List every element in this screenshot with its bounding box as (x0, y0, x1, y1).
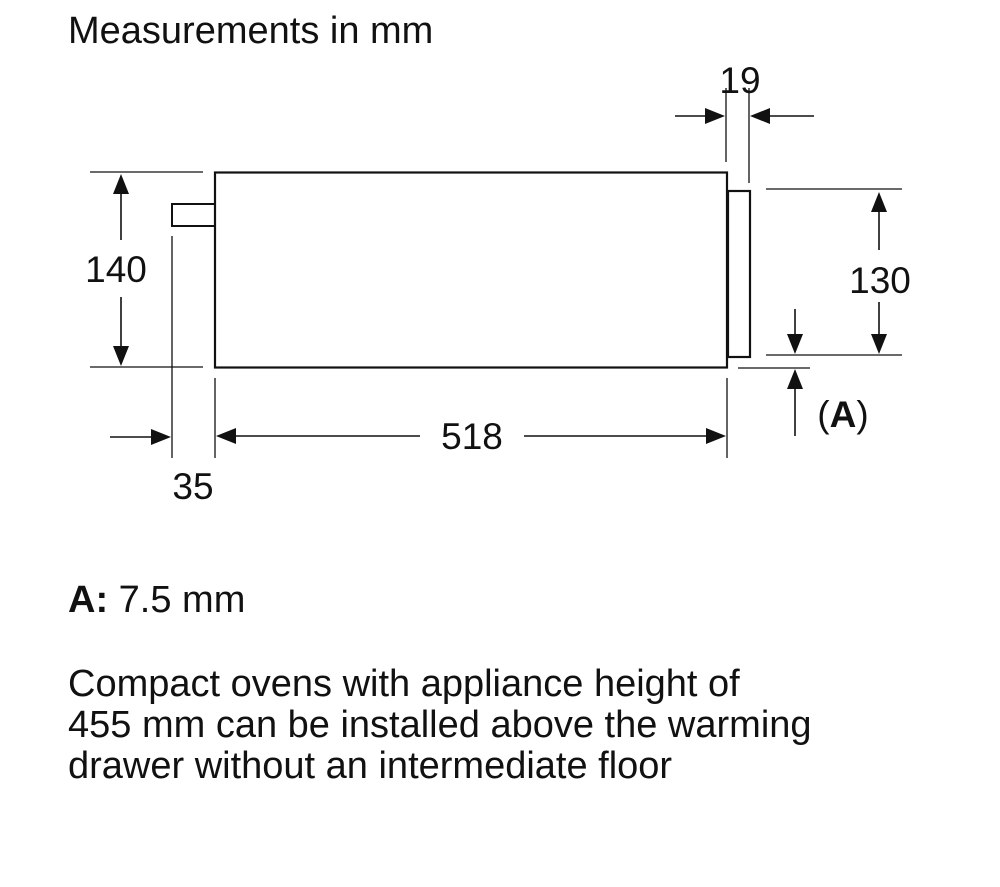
dimension-518: 518 (216, 416, 726, 457)
legend-key: A: (68, 579, 109, 621)
front-panel (726, 189, 752, 359)
arrow-right-icon (705, 108, 725, 124)
appliance-body (171, 171, 752, 369)
dimension-label-19: 19 (719, 60, 760, 101)
note-line: 455 mm can be installed above the warmin… (68, 704, 812, 746)
dimension-label-518: 518 (441, 416, 503, 457)
arrow-up-icon (787, 369, 803, 389)
arrow-up-icon (113, 174, 129, 194)
drawer-housing (213, 171, 729, 369)
dimension-130: 130 (849, 192, 911, 354)
note-line: drawer without an intermediate floor (68, 745, 673, 787)
arrow-right-icon (151, 429, 171, 445)
arrow-left-icon (216, 428, 236, 444)
dimension-19: 19 (675, 60, 814, 124)
legend-value: 7.5 mm (118, 579, 246, 621)
dimension-label-130: 130 (849, 260, 911, 301)
rear-connector (171, 203, 216, 227)
dimension-label-a: (A) (817, 394, 868, 435)
diagram-title: Measurements in mm (68, 10, 434, 52)
dimension-35: 35 (110, 429, 214, 507)
dimension-label-35: 35 (172, 466, 213, 507)
arrow-up-icon (871, 192, 887, 212)
arrow-right-icon (706, 428, 726, 444)
arrow-left-icon (750, 108, 770, 124)
arrow-down-icon (871, 334, 887, 354)
dimension-140: 140 (85, 174, 147, 366)
dimension-a: (A) (787, 309, 869, 436)
installation-note: Compact ovens with appliance height of 4… (68, 664, 968, 787)
legend-a: A: 7.5 mm (68, 577, 245, 623)
arrow-down-icon (787, 334, 803, 354)
dimension-label-140: 140 (85, 249, 147, 290)
note-line: Compact ovens with appliance height of (68, 663, 740, 705)
extension-lines (90, 88, 902, 458)
arrow-down-icon (113, 346, 129, 366)
